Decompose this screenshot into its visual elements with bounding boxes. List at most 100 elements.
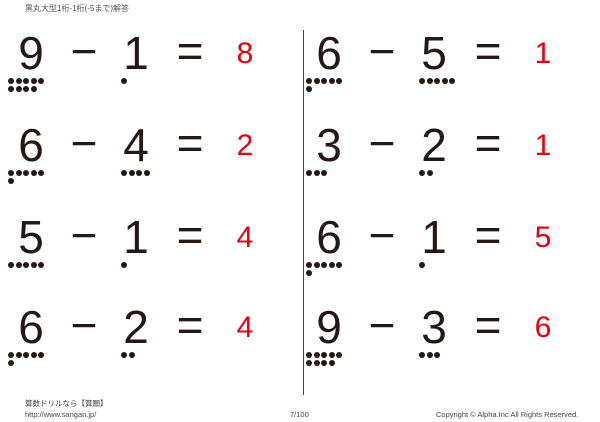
minuend: 9 bbox=[316, 301, 342, 353]
subtrahend: 4 bbox=[123, 119, 149, 171]
dot bbox=[313, 170, 320, 176]
dot-group bbox=[121, 78, 171, 86]
dot-group bbox=[419, 352, 469, 360]
dot bbox=[434, 352, 440, 358]
dot bbox=[23, 78, 29, 84]
subtrahend: 5 bbox=[421, 27, 447, 79]
dot bbox=[306, 352, 312, 358]
dot bbox=[121, 78, 127, 84]
dot bbox=[321, 262, 327, 268]
dot-group bbox=[419, 78, 469, 86]
dot-group bbox=[121, 262, 171, 270]
subtrahend: 1 bbox=[421, 211, 447, 263]
dot-row bbox=[419, 352, 469, 358]
dot bbox=[306, 269, 312, 276]
subtrahend: 3 bbox=[421, 301, 447, 353]
minus-sign: − bbox=[368, 117, 396, 169]
dot-row bbox=[8, 78, 58, 84]
dot-row bbox=[8, 352, 58, 358]
answer: 1 bbox=[534, 129, 552, 162]
dot bbox=[15, 85, 22, 92]
dot bbox=[321, 359, 327, 366]
footer-url[interactable]: http://www.sangan.jp/ bbox=[25, 410, 97, 419]
dot bbox=[426, 352, 433, 358]
equals-sign: = bbox=[176, 25, 204, 77]
dot bbox=[8, 170, 14, 176]
dot bbox=[313, 352, 320, 358]
dot-group bbox=[121, 170, 171, 178]
problem-item: 5−1=4 bbox=[8, 212, 278, 282]
dot bbox=[38, 170, 44, 176]
dot-group bbox=[306, 78, 356, 93]
problem-item: 9−1=8 bbox=[8, 28, 278, 98]
dot bbox=[313, 78, 320, 84]
dot bbox=[23, 352, 29, 358]
answer: 4 bbox=[236, 221, 254, 254]
answer: 6 bbox=[534, 311, 552, 344]
dot-row bbox=[121, 170, 171, 176]
minus-sign: − bbox=[368, 25, 396, 77]
dot bbox=[38, 78, 44, 84]
dot bbox=[336, 352, 342, 358]
equals-sign: = bbox=[474, 209, 502, 261]
dot-group bbox=[121, 352, 171, 360]
dot bbox=[15, 170, 22, 176]
dot bbox=[38, 262, 44, 268]
dot-row bbox=[8, 170, 58, 176]
dot bbox=[15, 78, 22, 84]
dot-group bbox=[8, 262, 58, 270]
worksheet-title: 黒丸大型1桁-1桁(-5まで)解答 bbox=[25, 4, 130, 13]
dot bbox=[15, 262, 22, 268]
equals-sign: = bbox=[176, 299, 204, 351]
dot bbox=[426, 170, 433, 176]
dot bbox=[306, 359, 312, 366]
dot bbox=[449, 78, 455, 84]
problem-item: 6−2=4 bbox=[8, 302, 278, 372]
dot bbox=[313, 359, 320, 366]
dot bbox=[30, 170, 37, 176]
dot-group bbox=[8, 352, 58, 367]
dot-group bbox=[8, 78, 58, 93]
dot bbox=[30, 78, 37, 84]
equals-sign: = bbox=[474, 117, 502, 169]
dot bbox=[30, 262, 37, 268]
dot bbox=[143, 170, 150, 176]
dot bbox=[128, 170, 135, 176]
minus-sign: − bbox=[70, 25, 98, 77]
dot bbox=[328, 359, 335, 366]
page-number: 7/100 bbox=[290, 410, 309, 419]
dot bbox=[321, 352, 327, 358]
dot bbox=[426, 78, 433, 84]
dot bbox=[8, 85, 14, 92]
footer-brand: 算数ドリルなら【算願】 bbox=[25, 399, 108, 408]
dot bbox=[30, 352, 37, 358]
dot bbox=[419, 170, 425, 176]
equals-sign: = bbox=[176, 117, 204, 169]
equals-sign: = bbox=[474, 25, 502, 77]
dot bbox=[8, 177, 14, 184]
dot-row bbox=[419, 78, 469, 84]
dot-group bbox=[306, 262, 356, 277]
dot bbox=[441, 78, 448, 84]
dot-row bbox=[306, 85, 356, 92]
dot bbox=[419, 262, 425, 268]
dot bbox=[30, 85, 37, 92]
dot bbox=[306, 262, 312, 268]
minus-sign: − bbox=[70, 299, 98, 351]
subtrahend: 1 bbox=[123, 211, 149, 263]
dot-row bbox=[8, 85, 58, 92]
dot-row bbox=[306, 78, 356, 84]
dot bbox=[121, 170, 127, 176]
dot-row bbox=[419, 262, 469, 268]
dot bbox=[321, 78, 327, 84]
answer: 4 bbox=[236, 311, 254, 344]
dot bbox=[136, 170, 142, 176]
minuend: 6 bbox=[316, 211, 342, 263]
dot bbox=[121, 262, 127, 268]
dot bbox=[23, 85, 29, 92]
subtrahend: 2 bbox=[123, 301, 149, 353]
dot bbox=[23, 262, 29, 268]
column-divider bbox=[303, 30, 304, 395]
minus-sign: − bbox=[70, 209, 98, 261]
